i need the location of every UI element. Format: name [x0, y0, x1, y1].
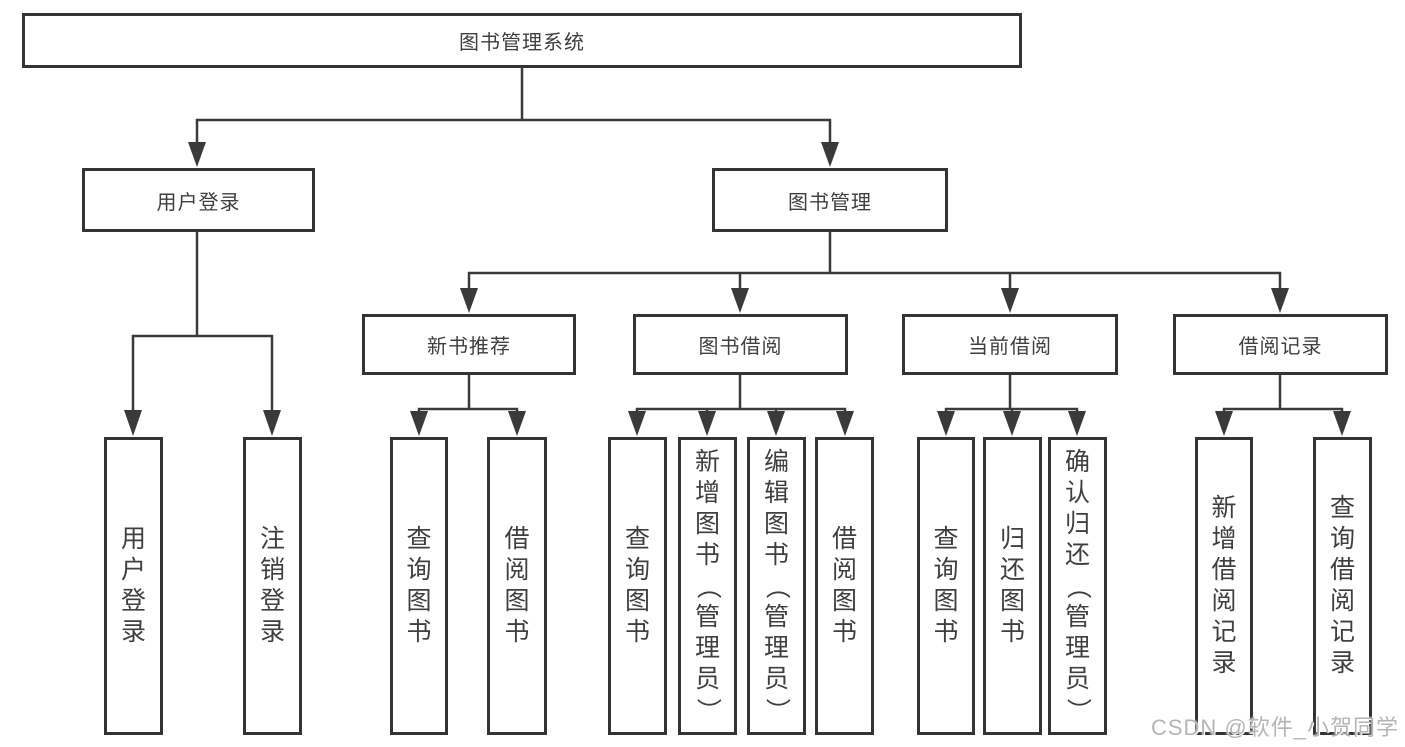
- node-book-borrowing: 图书借阅: [633, 314, 848, 375]
- node-user-login: 用户登录: [82, 168, 315, 232]
- leaf-return-books: 归还图书: [983, 437, 1042, 735]
- arrow-down-icon: [1003, 411, 1021, 436]
- arrow-down-icon: [188, 142, 206, 167]
- arrow-down-icon: [767, 411, 785, 436]
- leaf-query-books-borrow: 查询图书: [608, 437, 667, 735]
- leaf-borrow-books: 借阅图书: [815, 437, 874, 735]
- leaf-add-borrow-record: 新增借阅记录: [1195, 437, 1253, 735]
- leaf-query-books-recommend: 查询图书: [390, 437, 448, 735]
- arrow-down-icon: [821, 142, 839, 167]
- leaf-confirm-return-admin: 确认归还（管理员）: [1048, 437, 1107, 735]
- arrow-down-icon: [263, 410, 281, 436]
- leaf-borrow-books-recommend: 借阅图书: [487, 437, 547, 735]
- leaf-query-borrow-record: 查询借阅记录: [1313, 437, 1372, 735]
- arrow-down-icon: [1068, 411, 1086, 436]
- node-new-book-recommendation: 新书推荐: [362, 314, 576, 375]
- arrow-down-icon: [1001, 288, 1019, 313]
- node-book-management: 图书管理: [712, 168, 948, 232]
- leaf-add-books-admin: 新增图书（管理员）: [678, 437, 737, 735]
- arrow-down-icon: [410, 411, 428, 436]
- watermark: CSDN @软件_小贺同学: [1150, 715, 1399, 740]
- arrow-down-icon: [836, 411, 854, 436]
- arrow-down-icon: [731, 288, 749, 313]
- node-borrowing-records: 借阅记录: [1173, 314, 1388, 375]
- arrow-down-icon: [937, 411, 955, 436]
- leaf-query-books-current: 查询图书: [917, 437, 975, 735]
- leaf-logout: 注销登录: [243, 437, 302, 735]
- arrow-down-icon: [124, 410, 142, 436]
- node-library-system-root: 图书管理系统: [22, 13, 1022, 68]
- arrow-down-icon: [460, 288, 478, 313]
- arrow-down-icon: [1215, 411, 1233, 436]
- arrow-down-icon: [1333, 411, 1351, 436]
- arrow-down-icon: [508, 411, 526, 436]
- node-current-borrowing: 当前借阅: [902, 314, 1118, 375]
- leaf-edit-books-admin: 编辑图书（管理员）: [747, 437, 806, 735]
- arrow-down-icon: [1271, 288, 1289, 313]
- arrow-down-icon: [628, 411, 646, 436]
- arrow-down-icon: [698, 411, 716, 436]
- leaf-user-login: 用户登录: [104, 437, 163, 735]
